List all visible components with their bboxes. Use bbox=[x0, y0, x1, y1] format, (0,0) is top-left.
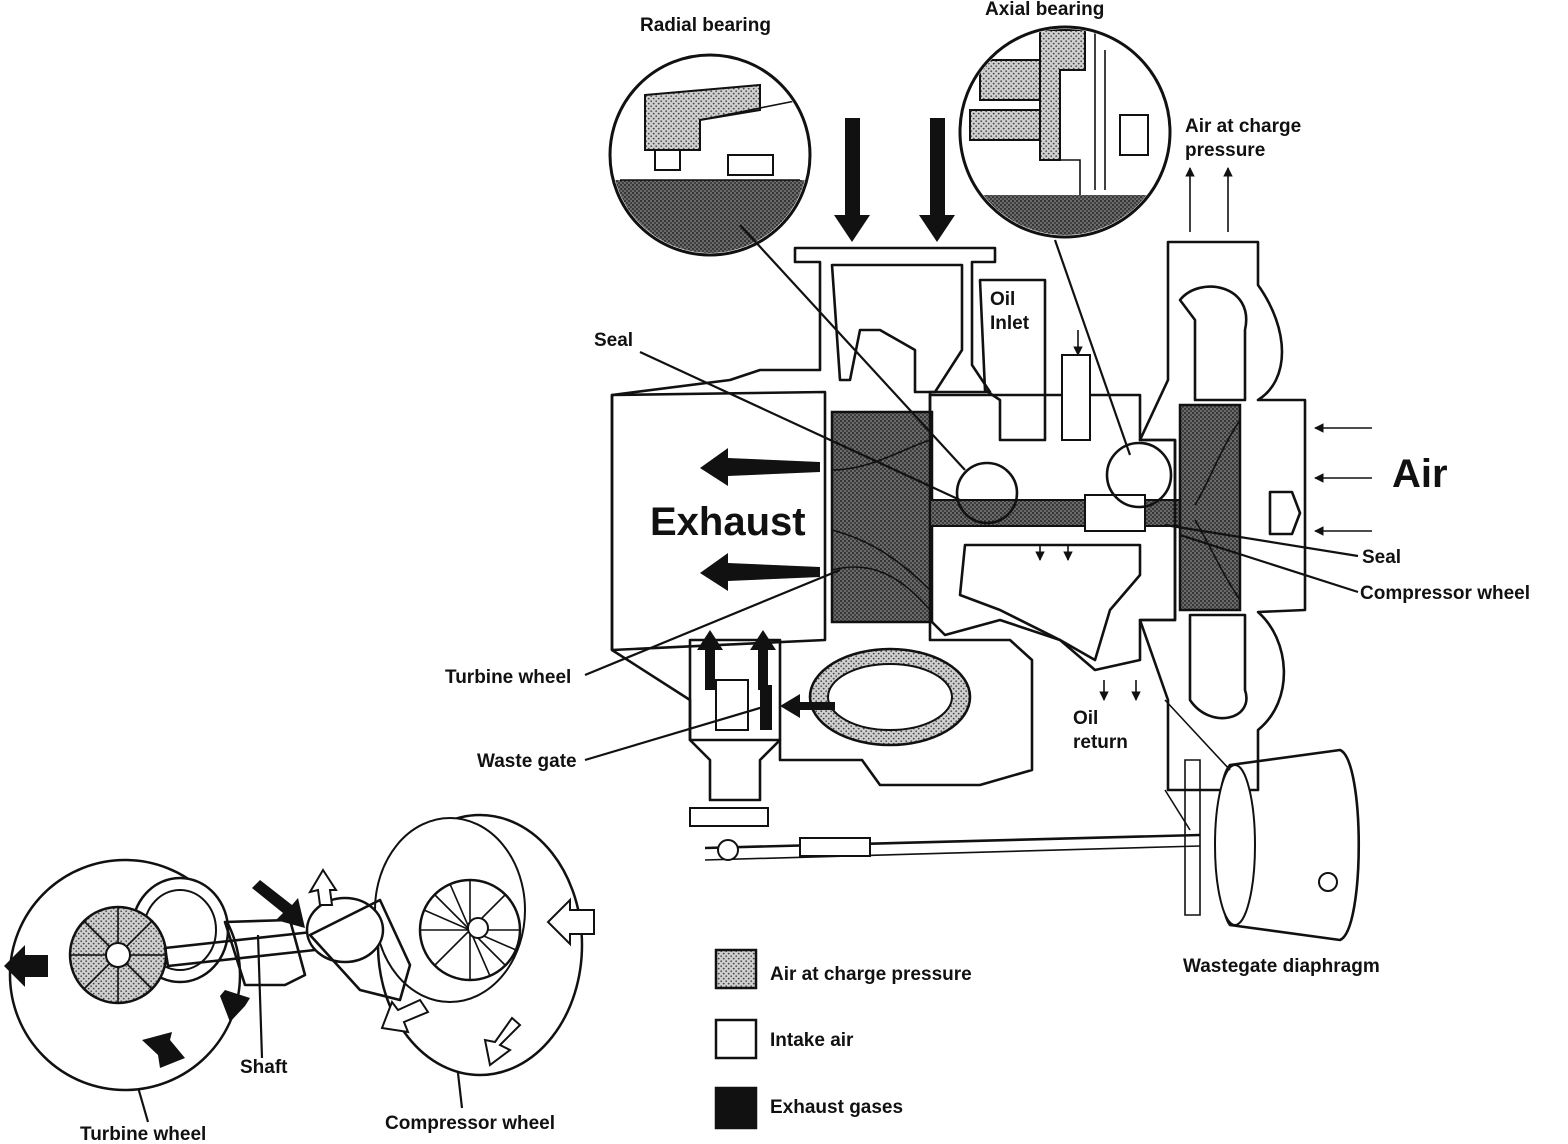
label-air: Air bbox=[1392, 452, 1448, 496]
legend-label-intake-air: Intake air bbox=[770, 1030, 854, 1051]
wastegate-housing bbox=[688, 638, 782, 802]
callout-labels: Radial bearing Axial bearing Air at char… bbox=[80, 0, 1530, 1144]
label-compressor-wheel-exploded: Compressor wheel bbox=[385, 1113, 555, 1134]
exhaust-outflow-arrows bbox=[700, 448, 820, 591]
exhaust-inlet-channel bbox=[830, 263, 964, 394]
legend-swatch-exhaust-gases bbox=[714, 1086, 758, 1130]
turbine-housing bbox=[610, 246, 1034, 787]
turbine-wheel-exploded bbox=[68, 905, 168, 1005]
charge-air-outflow-arrows bbox=[1185, 167, 1233, 232]
exhaust-out-arrow bbox=[4, 945, 48, 987]
bearing-housing bbox=[928, 393, 1177, 672]
oil-flow-arrows bbox=[1035, 330, 1141, 701]
compressor-housing bbox=[1138, 240, 1307, 792]
wastegate-linkage bbox=[704, 833, 1201, 850]
wastegate-flow-arrows bbox=[697, 630, 835, 718]
oil-inlet-port bbox=[978, 278, 1047, 442]
radial-bearing-detail bbox=[608, 53, 812, 257]
label-oil-return-line1: Oil bbox=[1073, 708, 1098, 729]
label-seal-turbine-side: Seal bbox=[594, 330, 633, 351]
label-wastegate-diaphragm: Wastegate diaphragm bbox=[1183, 956, 1380, 977]
label-oil-return-line2: return bbox=[1073, 732, 1128, 753]
legend-label-exhaust-gases: Exhaust gases bbox=[770, 1097, 903, 1118]
label-turbine-wheel-exploded: Turbine wheel bbox=[80, 1124, 206, 1144]
label-seal-compressor-side: Seal bbox=[1362, 547, 1401, 568]
turbine-wheel-section bbox=[830, 410, 934, 624]
label-oil-inlet-line1: Oil bbox=[990, 289, 1015, 310]
waste-gate-valve bbox=[715, 679, 749, 731]
label-air-charge-pressure-line1: Air at charge bbox=[1185, 116, 1301, 137]
label-turbine-wheel: Turbine wheel bbox=[445, 667, 571, 688]
label-exhaust: Exhaust bbox=[650, 500, 806, 544]
turbo-cross-section bbox=[610, 240, 1360, 942]
label-shaft: Shaft bbox=[240, 1057, 288, 1078]
compressor-wheel-exploded bbox=[418, 878, 522, 982]
legend-swatch-charge-air bbox=[714, 948, 758, 990]
legend: Air at charge pressure Intake air Exhaus… bbox=[714, 948, 972, 1130]
exploded-view bbox=[4, 813, 595, 1092]
exhaust-inflow-arrows bbox=[834, 118, 955, 242]
axial-bearing-detail bbox=[958, 25, 1172, 239]
label-air-charge-pressure-line2: pressure bbox=[1185, 140, 1265, 161]
legend-label-charge-air: Air at charge pressure bbox=[770, 964, 972, 985]
air-intake-arrows bbox=[1314, 423, 1372, 536]
compressor-wheel-section bbox=[1178, 403, 1242, 612]
exhaust-outlet bbox=[610, 390, 827, 652]
label-axial-bearing: Axial bearing bbox=[985, 0, 1104, 20]
label-compressor-wheel: Compressor wheel bbox=[1360, 583, 1530, 604]
label-waste-gate: Waste gate bbox=[477, 751, 577, 772]
label-radial-bearing: Radial bearing bbox=[640, 15, 771, 36]
shaft-section bbox=[929, 499, 1193, 527]
label-oil-inlet-line2: Inlet bbox=[990, 313, 1030, 334]
legend-swatch-intake-air bbox=[714, 1018, 758, 1060]
